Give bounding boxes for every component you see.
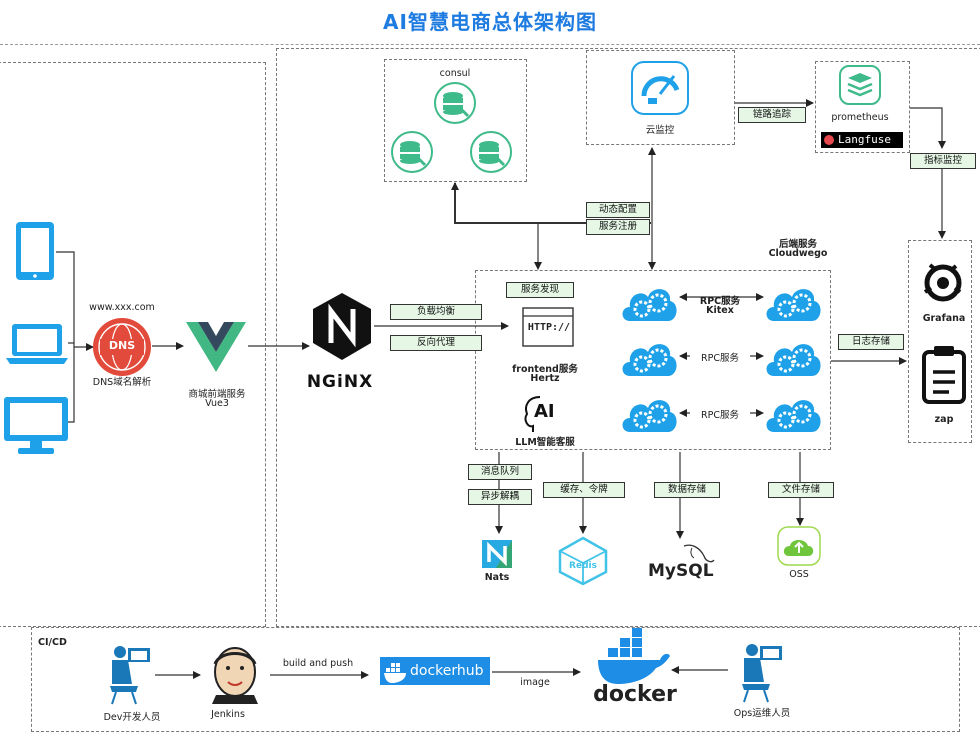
- tag-message-queue: 消息队列: [468, 464, 532, 480]
- tablet-icon: [16, 222, 54, 280]
- zap-clipboard-icon: [922, 346, 966, 404]
- rpc-label-1: RPC服务: [699, 296, 741, 307]
- dockerhub-text: dockerhub: [410, 663, 484, 679]
- prometheus-icon: [839, 65, 881, 105]
- jenkins-icon: [212, 647, 258, 704]
- ops-person-icon: [742, 644, 782, 703]
- grafana-icon: [923, 263, 962, 302]
- diagram-title: AI智慧电商总体架构图: [383, 10, 597, 34]
- docker-text: docker: [593, 682, 677, 707]
- rpc-cloud-gear-icon-4: [764, 336, 822, 380]
- consul-db-icon-3: [470, 131, 512, 173]
- rpc-cloud-gear-icon-2: [764, 281, 822, 325]
- dev-person-icon: [110, 646, 150, 705]
- frontend-sub: Vue3: [205, 398, 229, 409]
- dockerhub-banner-icon: [380, 657, 490, 685]
- dev-label: Dev开发人员: [103, 712, 161, 723]
- jenkins-label: Jenkins: [211, 709, 245, 720]
- rpc-cloud-gear-icon-6: [764, 392, 822, 436]
- tag-dynamic-config: 动态配置: [586, 202, 650, 218]
- tag-log-storage: 日志存储: [838, 334, 904, 350]
- cloud-monitor-label: 云监控: [645, 125, 675, 136]
- tag-service-registry: 服务注册: [586, 219, 650, 235]
- consul-db-icon-1: [434, 82, 476, 124]
- docker-whale-icon: [598, 628, 670, 684]
- llm-ai-icon: [524, 396, 541, 432]
- tag-service-discovery: 服务发现: [506, 282, 574, 298]
- image-label: image: [520, 677, 550, 688]
- dns-label: DNS域名解析: [92, 377, 152, 388]
- domain-label: www.xxx.com: [89, 302, 155, 313]
- grafana-label: Grafana: [922, 313, 966, 324]
- zap-label: zap: [934, 414, 954, 425]
- consul-label: consul: [439, 68, 471, 79]
- oss-label: OSS: [789, 569, 809, 580]
- desktop-icon: [4, 397, 68, 454]
- oss-icon: [777, 526, 821, 566]
- cicd-title: CI/CD: [38, 637, 67, 648]
- llm-ai-text: AI: [534, 401, 555, 422]
- tag-reverse-proxy: 反向代理: [390, 335, 482, 351]
- cloud-monitor-box: [586, 50, 735, 145]
- langfuse-logo-icon: [824, 135, 834, 145]
- rpc-cloud-gear-icon-5: [620, 392, 678, 436]
- nats-logo-icon: [482, 540, 512, 568]
- nginx-logo-icon: [313, 293, 371, 360]
- backend-title: 后端服务: [778, 239, 817, 250]
- rpc-cloud-gear-icon-1: [620, 281, 678, 325]
- http-text: HTTP://: [527, 322, 571, 333]
- nats-label: Nats: [484, 572, 510, 583]
- ops-label: Ops运维人员: [733, 708, 791, 719]
- backend-box: [475, 270, 831, 450]
- consul-box: [384, 59, 527, 182]
- mysql-dolphin-icon: [683, 544, 715, 563]
- tag-load-balance: 负载均衡: [390, 304, 482, 320]
- prometheus-label: prometheus: [831, 112, 889, 123]
- tag-trace: 链路追踪: [738, 107, 806, 123]
- dns-logo-text: DNS: [108, 339, 136, 352]
- dns-icon: [93, 318, 151, 376]
- mysql-text: MySQL: [648, 561, 714, 581]
- tag-file-storage: 文件存储: [768, 482, 834, 498]
- http-icon: [522, 307, 574, 347]
- rpc-label-3: RPC服务: [690, 407, 750, 421]
- backend-subtitle: Cloudwego: [768, 248, 828, 259]
- redis-text: Redis: [569, 561, 597, 571]
- vue-logo-icon: [186, 322, 246, 372]
- rpc-sub-1: Kitex: [706, 305, 734, 316]
- consul-db-icon-2: [391, 131, 433, 173]
- observability-box: [908, 240, 972, 443]
- langfuse-badge: Langfuse: [821, 132, 903, 148]
- tag-cache: 缓存、令牌: [543, 482, 625, 498]
- nginx-logo-text: NGiNX: [306, 372, 374, 392]
- laptop-icon: [6, 324, 68, 364]
- frontend-framework-label: Hertz: [530, 373, 560, 384]
- tag-metrics: 指标监控: [910, 153, 976, 169]
- build-push-label: build and push: [282, 658, 354, 669]
- client-region: [0, 62, 266, 627]
- top-divider: [0, 44, 980, 45]
- rpc-cloud-gear-icon-3: [620, 336, 678, 380]
- prometheus-box: [815, 61, 910, 153]
- redis-logo-icon: [558, 536, 608, 586]
- frontend-label: 商城前端服务: [188, 389, 246, 400]
- frontend-service-label: frontend服务: [512, 364, 578, 375]
- cloud-monitor-icon: [631, 61, 689, 115]
- llm-label: LLM智能客服: [515, 437, 575, 448]
- tag-data-storage: 数据存储: [654, 482, 720, 498]
- rpc-label-2: RPC服务: [690, 350, 750, 364]
- langfuse-text: Langfuse: [838, 133, 891, 146]
- tag-async-decouple: 异步解耦: [468, 489, 532, 505]
- server-region: [276, 48, 980, 627]
